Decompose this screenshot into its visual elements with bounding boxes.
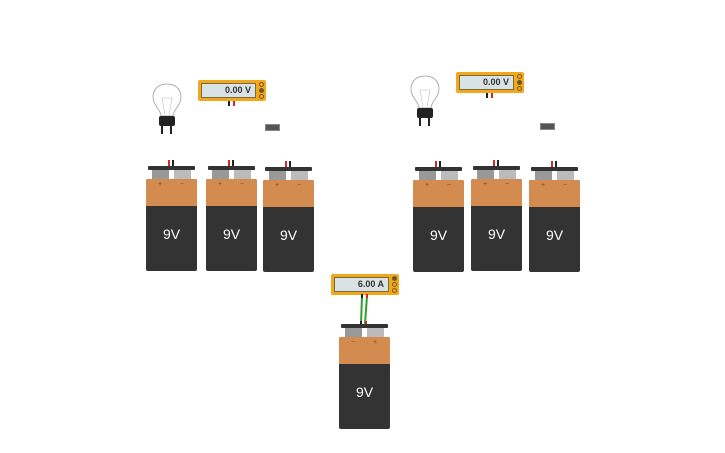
battery-cap	[148, 166, 195, 170]
lead-red	[551, 161, 553, 167]
lead-black	[172, 160, 174, 166]
battery-body: + − 9V	[413, 180, 464, 272]
lead-black	[497, 160, 499, 166]
terminal	[212, 170, 229, 179]
multimeter-right[interactable]: 0.00 V	[456, 72, 524, 98]
terminal	[152, 170, 169, 179]
terminal	[174, 170, 191, 179]
multimeter-left[interactable]: 0.00 V	[198, 80, 266, 106]
meter-display: 0.00 V	[459, 75, 514, 90]
right-sign: −	[505, 181, 510, 188]
left-sign: +	[275, 182, 280, 189]
battery-cap	[265, 167, 312, 171]
battery-body: + − 9V	[471, 179, 522, 271]
multimeter-bottom[interactable]: 6.00 A	[331, 274, 399, 295]
battery-cap	[341, 324, 388, 328]
battery-cap	[415, 167, 462, 171]
battery-body: − + 9V	[339, 337, 390, 429]
battery-label: 9V	[545, 227, 564, 243]
right-sign: +	[373, 339, 378, 346]
battery-cap	[531, 167, 578, 171]
left-sign: −	[351, 339, 356, 346]
battery-label: 9V	[487, 226, 506, 242]
terminal	[557, 171, 574, 180]
terminal	[499, 170, 516, 179]
terminal	[345, 328, 362, 337]
terminal	[269, 171, 286, 180]
battery-body: + − 9V	[263, 180, 314, 272]
light-bulb-left[interactable]	[150, 82, 184, 136]
left-sign: +	[483, 181, 488, 188]
battery-label: 9V	[279, 227, 298, 243]
terminal	[441, 171, 458, 180]
right-sign: −	[180, 181, 185, 188]
battery-body: + − 9V	[529, 180, 580, 272]
lead-red	[168, 160, 170, 166]
wires-bottom	[360, 294, 368, 326]
terminal	[367, 328, 384, 337]
terminal	[234, 170, 251, 179]
lead-red	[493, 160, 495, 166]
lead-red	[228, 160, 230, 166]
battery-cap	[473, 166, 520, 170]
right-sign: −	[297, 182, 302, 189]
left-sign: +	[158, 181, 163, 188]
battery-label: 9V	[429, 227, 448, 243]
lead-black	[439, 161, 441, 167]
lead-black	[555, 161, 557, 167]
battery-body: + − 9V	[146, 179, 197, 271]
left-sign: +	[541, 182, 546, 189]
terminal	[477, 170, 494, 179]
meter-display: 6.00 A	[334, 277, 389, 292]
lead-red	[435, 161, 437, 167]
terminal	[291, 171, 308, 180]
light-bulb-right[interactable]	[408, 74, 442, 128]
right-sign: −	[563, 182, 568, 189]
battery-cap	[208, 166, 255, 170]
right-sign: −	[240, 181, 245, 188]
right-sign: −	[447, 182, 452, 189]
lead-black	[232, 160, 234, 166]
terminal	[419, 171, 436, 180]
slide-switch-right[interactable]	[540, 123, 555, 130]
battery-body: + − 9V	[206, 179, 257, 271]
battery-label: 9V	[162, 226, 181, 242]
slide-switch-left[interactable]	[265, 124, 280, 131]
terminal	[535, 171, 552, 180]
battery-label: 9V	[355, 384, 374, 400]
lead-black	[289, 161, 291, 167]
left-sign: +	[425, 182, 430, 189]
left-sign: +	[218, 181, 223, 188]
battery-label: 9V	[222, 226, 241, 242]
lead-red	[285, 161, 287, 167]
meter-display: 0.00 V	[201, 83, 256, 98]
